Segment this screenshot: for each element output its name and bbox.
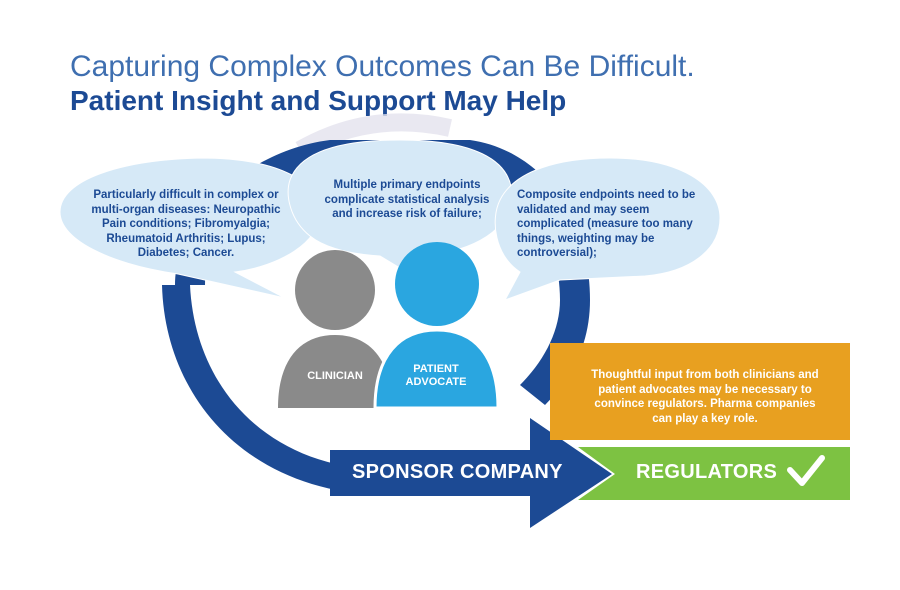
clinician-label: CLINICIAN: [307, 370, 363, 382]
sponsor-arrow: [330, 418, 612, 528]
title-block: Capturing Complex Outcomes Can Be Diffic…: [70, 50, 850, 118]
clinician-person: [278, 250, 392, 408]
bubble-right-shape: [494, 157, 721, 301]
bubble-right-text: Composite endpoints need to be validated…: [517, 189, 696, 259]
advocate-person: [373, 242, 500, 410]
regulators-label: REGULATORS: [636, 461, 778, 483]
advocate-label: PATIENT ADVOCATE: [405, 363, 467, 388]
green-regulators-banner: [578, 447, 850, 500]
callout-text: Thoughtful input from both clinicians an…: [591, 369, 819, 425]
blue-loop-arrow: [162, 285, 600, 525]
bubble-left-text: Particularly difficult in complex or mul…: [91, 189, 281, 259]
sponsor-label: SPONSOR COMPANY: [352, 461, 563, 483]
bubble-center-text: Multiple primary endpoints complicate st…: [324, 179, 490, 220]
bubble-left-shape: [59, 157, 321, 299]
blue-arc-top: [175, 140, 590, 405]
checkmark-icon: [787, 455, 825, 486]
title-line-1: Capturing Complex Outcomes Can Be Diffic…: [70, 50, 695, 83]
orange-callout-box: [550, 343, 850, 440]
title-line-2: Patient Insight and Support May Help: [70, 85, 567, 116]
bubble-center-shape: [287, 139, 513, 269]
faint-arc: [295, 113, 452, 158]
